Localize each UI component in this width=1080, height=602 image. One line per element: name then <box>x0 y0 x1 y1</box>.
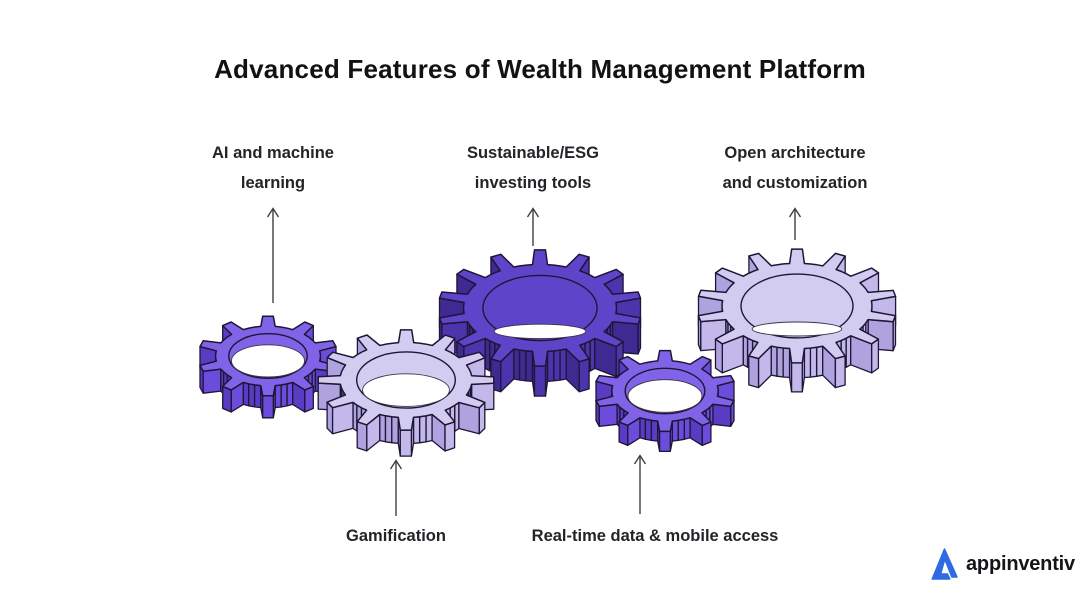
label-line: Open architecture <box>724 144 866 162</box>
label-ai-machine-learning: AI and machine learning <box>103 138 443 198</box>
appinventiv-logo: appinventiv <box>931 547 1075 581</box>
label-line: investing tools <box>474 174 592 192</box>
appinventiv-a-icon <box>931 548 958 580</box>
label-line: AI and machine <box>212 144 334 162</box>
arrow-realtime-data-mobile-access <box>633 454 647 514</box>
arrow-open-architecture <box>788 207 802 240</box>
label-sustainable-esg-investing-tools: Sustainable/ESG investing tools <box>363 138 703 198</box>
gear-realtime-data-mobile-access <box>595 349 735 453</box>
gear-sustainable-esg-investing-tools <box>438 249 642 397</box>
gear-gamification <box>317 329 495 457</box>
label-line: and customization <box>722 174 868 192</box>
appinventiv-wordmark: appinventiv <box>966 553 1075 575</box>
label-gamification: Gamification <box>226 521 566 551</box>
label-line: Sustainable/ESG <box>466 144 600 162</box>
page-title: Advanced Features of Wealth Management P… <box>214 54 866 84</box>
gear-ai-machine-learning <box>199 315 337 419</box>
label-line: Real-time data & mobile access <box>531 527 779 545</box>
label-line: Gamification <box>346 527 446 545</box>
gear-open-architecture-customization <box>697 248 897 393</box>
label-line: learning <box>240 174 306 192</box>
label-open-architecture-customization: Open architecture and customization <box>625 138 965 198</box>
arrow-gamification <box>389 459 403 516</box>
label-realtime-data-mobile-access: Real-time data & mobile access <box>485 521 825 551</box>
arrow-sustainable-esg <box>526 207 540 246</box>
arrow-ai-machine-learning <box>266 207 280 303</box>
